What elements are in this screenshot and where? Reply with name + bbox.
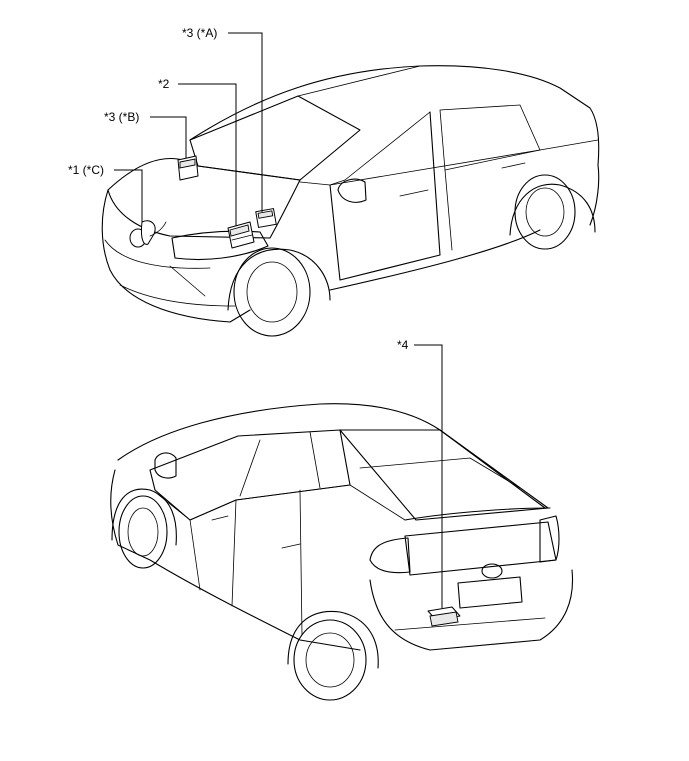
rear-car-license-plate: [457, 576, 523, 609]
component-4: [427, 606, 461, 627]
callout-4: *4: [397, 338, 409, 352]
rear-car-windows: [149, 429, 351, 521]
rear-car-emblem: [481, 563, 503, 579]
rear-car-rear-wheel: [293, 619, 367, 701]
callout-2: *2: [158, 77, 170, 91]
leader-3b: [150, 116, 187, 158]
component-1c: [129, 220, 167, 248]
leader-3a: [228, 32, 263, 212]
front-car-windshield: [189, 95, 361, 181]
leader-4: [414, 344, 443, 608]
front-car-mirror: [337, 178, 367, 203]
leader-2: [178, 83, 237, 226]
front-car-rear-wheel: [514, 174, 576, 250]
rear-car-rear-glass: [339, 429, 549, 521]
front-car-headlight: [171, 230, 269, 260]
component-2: [227, 221, 255, 249]
front-car-side: [329, 229, 541, 291]
rear-car-hatch: [404, 521, 557, 576]
rear-car-roof: [117, 403, 546, 509]
front-car-front-door: [329, 111, 441, 281]
front-car-roof: [189, 65, 600, 166]
front-view-car: [101, 65, 600, 337]
front-car-bumper: [101, 189, 251, 323]
rear-car-side: [110, 469, 361, 651]
rear-car-taillight-left: [369, 537, 411, 574]
rear-car-bumper: [369, 569, 574, 651]
callout-3a: *3 (*A): [182, 26, 217, 40]
component-3b: [177, 155, 199, 181]
callout-3b: *3 (*B): [104, 110, 139, 124]
front-car-front-wheel: [233, 247, 311, 337]
component-3a: [255, 208, 277, 228]
callout-1c: *1 (*C): [68, 163, 104, 177]
rear-car-front-wheel: [118, 495, 168, 569]
front-car-hood: [107, 158, 301, 239]
rear-view-car: [110, 403, 574, 701]
rear-car-mirror: [154, 452, 177, 479]
leader-1c: [114, 169, 143, 222]
